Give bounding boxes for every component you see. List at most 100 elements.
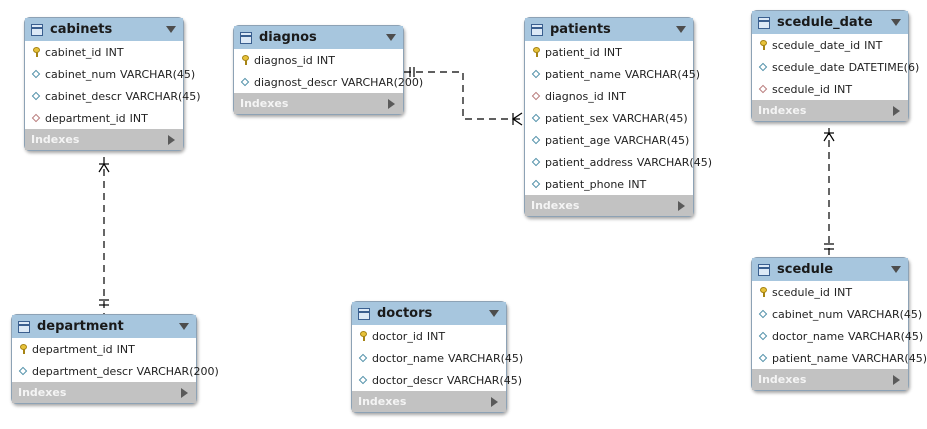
column-name: scedule_id xyxy=(772,285,830,299)
table-header[interactable]: scedule xyxy=(752,258,908,281)
expand-arrow-icon[interactable] xyxy=(181,388,188,398)
column-type: VARCHAR(45) xyxy=(125,89,201,103)
relationship-cabinets-department[interactable] xyxy=(98,157,110,314)
primary-key-icon xyxy=(758,39,768,51)
primary-key-icon xyxy=(240,54,250,66)
column-type: INT xyxy=(105,45,124,59)
table-name: patients xyxy=(550,22,611,37)
indexes-section[interactable]: Indexes xyxy=(234,93,403,114)
column-type: VARCHAR(45) xyxy=(624,67,700,81)
indexes-section[interactable]: Indexes xyxy=(352,391,506,412)
table-name: scedule_date xyxy=(777,15,873,30)
collapse-caret-icon[interactable] xyxy=(891,266,901,273)
column-name: doctor_name xyxy=(772,329,845,343)
table-name: diagnos xyxy=(259,30,317,45)
column-name: patient_address xyxy=(545,155,633,169)
column-name: doctor_id xyxy=(372,329,423,343)
table-header[interactable]: doctors xyxy=(352,302,506,325)
table-header[interactable]: cabinets xyxy=(25,18,183,41)
table-name: cabinets xyxy=(50,22,113,37)
column-name: patient_id xyxy=(545,45,600,59)
table-header[interactable]: diagnos xyxy=(234,26,403,49)
column-diamond-icon xyxy=(358,374,368,386)
collapse-caret-icon[interactable] xyxy=(489,310,499,317)
expand-arrow-icon[interactable] xyxy=(168,135,175,145)
indexes-section[interactable]: Indexes xyxy=(12,382,196,403)
column-diamond-icon xyxy=(758,61,768,73)
primary-key-icon xyxy=(18,343,28,355)
table-header[interactable]: department xyxy=(12,315,196,338)
column-diamond-icon xyxy=(758,352,768,364)
expand-arrow-icon[interactable] xyxy=(893,375,900,385)
column-type: INT xyxy=(316,53,335,67)
expand-arrow-icon[interactable] xyxy=(678,201,685,211)
column-name: cabinet_num xyxy=(45,67,117,81)
primary-key-icon xyxy=(358,330,368,342)
column-type: VARCHAR(45) xyxy=(847,307,923,321)
collapse-caret-icon[interactable] xyxy=(179,323,189,330)
column-type: VARCHAR(45) xyxy=(851,351,927,365)
expand-arrow-icon[interactable] xyxy=(388,99,395,109)
table-icon xyxy=(358,307,370,320)
collapse-caret-icon[interactable] xyxy=(166,26,176,33)
collapse-caret-icon[interactable] xyxy=(386,34,396,41)
collapse-caret-icon[interactable] xyxy=(676,26,686,33)
column-type: DATETIME(6) xyxy=(848,60,920,74)
indexes-section[interactable]: Indexes xyxy=(752,100,908,121)
table-name: department xyxy=(37,319,124,334)
indexes-section[interactable]: Indexes xyxy=(25,129,183,150)
column-type: VARCHAR(45) xyxy=(446,373,523,387)
relationship-scedule-date-scedule[interactable] xyxy=(823,128,835,257)
expand-arrow-icon[interactable] xyxy=(893,106,900,116)
indexes-section[interactable]: Indexes xyxy=(525,195,693,216)
column-diamond-icon xyxy=(531,178,541,190)
foreign-key-diamond-icon xyxy=(758,83,768,95)
column-name: department_id xyxy=(45,111,126,125)
column-type: INT xyxy=(833,285,853,299)
table-icon xyxy=(18,320,30,333)
column-name: patient_phone xyxy=(545,177,625,191)
indexes-section[interactable]: Indexes xyxy=(752,369,908,390)
table-header[interactable]: scedule_date xyxy=(752,11,908,34)
collapse-caret-icon[interactable] xyxy=(891,19,901,26)
expand-arrow-icon[interactable] xyxy=(491,397,498,407)
column-type: VARCHAR(45) xyxy=(848,329,924,343)
column-name: scedule_date_id xyxy=(772,38,861,52)
column-name: cabinet_id xyxy=(45,45,102,59)
table-header[interactable]: patients xyxy=(525,18,693,41)
column-name: scedule_id xyxy=(772,82,830,96)
